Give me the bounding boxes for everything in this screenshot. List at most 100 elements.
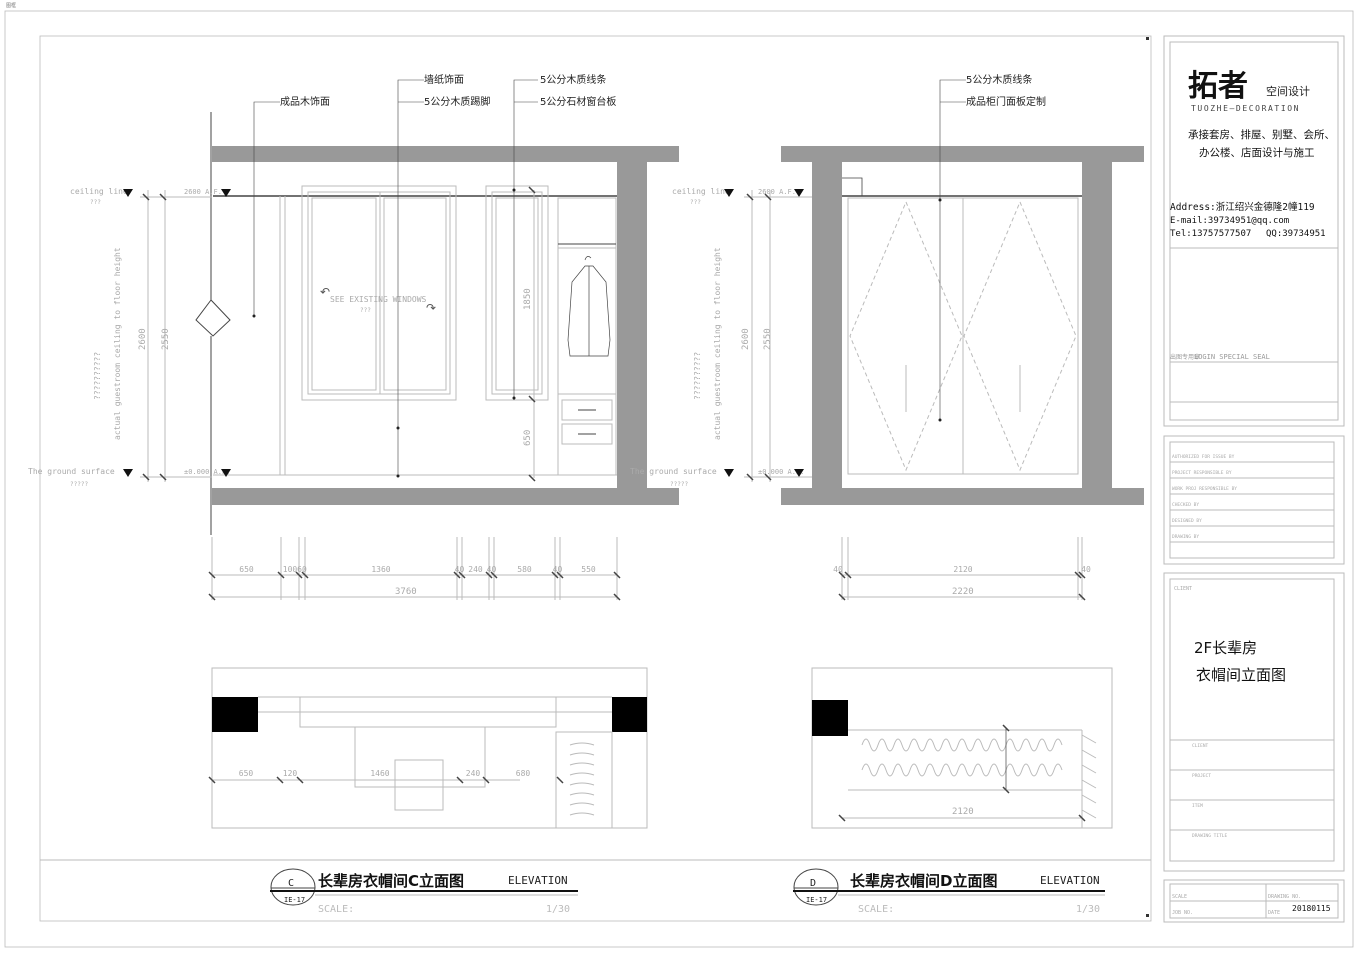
tag-letter: C (288, 878, 294, 889)
title-block: 拓者 空间设计 TUOZHE—DECORATION 承接套房、排屋、别墅、会所、… (1163, 35, 1345, 923)
sign-row-label: CHECKED BY (1172, 502, 1199, 508)
elevation-title-en: ELEVATION (508, 874, 568, 887)
logo-sub: 空间设计 (1266, 84, 1310, 98)
title-row-label: DRAWING TITLE (1192, 833, 1228, 839)
drawing-date: 20180115 (1292, 904, 1331, 913)
client-label: CLIENT (1174, 586, 1192, 592)
level-sub: ????? (670, 481, 688, 488)
dim-value: 40 (487, 565, 497, 574)
window-note-sub: ??? (360, 307, 371, 314)
sign-rows: AUTHORIZED FOR ISSUE BY PROJECT RESPONSIB… (1169, 441, 1335, 559)
annotation: 5公分木质线条 (540, 73, 606, 86)
plan-dim: 240 (466, 769, 481, 778)
level-value: 2600 A.F. (184, 188, 222, 196)
elevation-title: 长辈房衣帽间C立面图 (318, 872, 464, 890)
qq: QQ:39734951 (1266, 229, 1326, 239)
address: Address:浙江绍兴金德隆2幢119 (1170, 201, 1315, 213)
side-text: actual guestroom ceiling to floor height (113, 247, 122, 440)
title-d (793, 868, 1105, 906)
sign-row-label: AUTHORIZED FOR ISSUE BY (1172, 454, 1235, 460)
level-value: ±0.000 A.F. (758, 468, 804, 476)
level-value: 2600 A.F. (758, 188, 796, 196)
plan-dim: 2120 (952, 807, 974, 817)
dims-d: 40 2120 40 (833, 537, 1091, 601)
window-narrow (485, 185, 549, 401)
dim-value: 650 (239, 565, 254, 574)
sign-row-label: DESIGNED BY (1172, 518, 1202, 524)
level-label: The ground surface (630, 467, 717, 476)
floor-slab (212, 488, 679, 505)
dim-value: 550 (581, 565, 596, 574)
level-label: ceiling line (70, 187, 128, 196)
dim-value: 40 (455, 565, 465, 574)
dim-value: 40 (553, 565, 563, 574)
logo-main: 拓者 (1188, 69, 1248, 104)
break-line (195, 112, 231, 535)
annotation: 成品柜门面板定制 (966, 95, 1046, 108)
sign-row-label: PROJECT RESPONSIBLE BY (1172, 470, 1232, 476)
level-markers-d: ceiling line ??? The ground surface ????… (630, 187, 812, 488)
dim-value: 1360 (371, 565, 390, 574)
elevation-c: SEE EXISTING WINDOWS ??? ↶ ↷ ceiling lin… (28, 73, 679, 915)
height-dim: 2600 (138, 328, 148, 350)
drawing-frame (39, 35, 1152, 922)
side-text: ?????????? (693, 352, 702, 400)
window-note: SEE EXISTING WINDOWS (330, 295, 427, 304)
level-markers-c: ceiling line ??? The ground surface ????… (28, 186, 536, 488)
height-dim: 2550 (161, 328, 171, 350)
wardrobe-doors (847, 197, 1079, 475)
wall-section (617, 162, 647, 488)
wall-section (1082, 162, 1112, 488)
dim-value: 40 (1081, 565, 1091, 574)
sign-panel (1163, 435, 1345, 565)
leaders-d (938, 79, 966, 422)
annotation: 5公分木质线条 (966, 73, 1032, 86)
floor-slab (781, 488, 1144, 505)
title-c (270, 868, 578, 906)
info-label: JOB NO. (1172, 910, 1193, 916)
dim-value: 580 (517, 565, 532, 574)
elevation-title: 长辈房衣帽间D立面图 (850, 872, 997, 890)
wardrobe-open (557, 197, 617, 476)
telephone: Tel:13757577507 (1170, 229, 1251, 239)
drawing-title: 2F长辈房 (1194, 639, 1257, 657)
plan-d (811, 667, 1113, 829)
dim-value: 60 (297, 565, 307, 574)
scale-value: 1/30 (546, 904, 570, 915)
level-sub: ??? (690, 199, 701, 206)
level-label: The ground surface (28, 467, 115, 476)
seal-label: 出图专用章 (1170, 353, 1200, 361)
plan-dim: 680 (516, 769, 531, 778)
email: E-mail:39734951@qq.com (1170, 216, 1289, 226)
side-text: ?????????? (93, 352, 102, 400)
plan-dim: 120 (283, 769, 298, 778)
side-text: actual guestroom ceiling to floor height (713, 247, 722, 440)
coat-icon (567, 256, 611, 357)
level-sub: ????? (70, 481, 88, 488)
height-dim: 2550 (763, 328, 773, 350)
dim-total: 3760 (395, 587, 417, 597)
dim-value: 40 (833, 565, 843, 574)
annotation: 墙纸饰面 (424, 73, 464, 86)
wall-section (812, 162, 842, 488)
window-double (301, 185, 457, 401)
height-dim: 2600 (741, 328, 751, 350)
title-row-label: CLIENT (1192, 743, 1209, 749)
dim-value: 2120 (953, 565, 972, 574)
annotation: 成品木饰面 (280, 95, 330, 108)
height-dim: 1850 (523, 288, 533, 310)
plan-dim: 650 (239, 769, 254, 778)
info-label: SCALE (1172, 894, 1187, 900)
elevation-d: ceiling line ??? The ground surface ????… (630, 73, 1144, 915)
drawing-title-panel (1163, 572, 1345, 872)
sign-row-label: WORK PROJ RESPONSIBLE BY (1172, 486, 1237, 492)
frame-marker (1146, 37, 1149, 40)
sheet-border (4, 10, 1354, 948)
height-dim: 650 (523, 430, 533, 446)
scale-label: SCALE: (858, 904, 894, 915)
tag-sheet: IE-17 (806, 896, 827, 904)
